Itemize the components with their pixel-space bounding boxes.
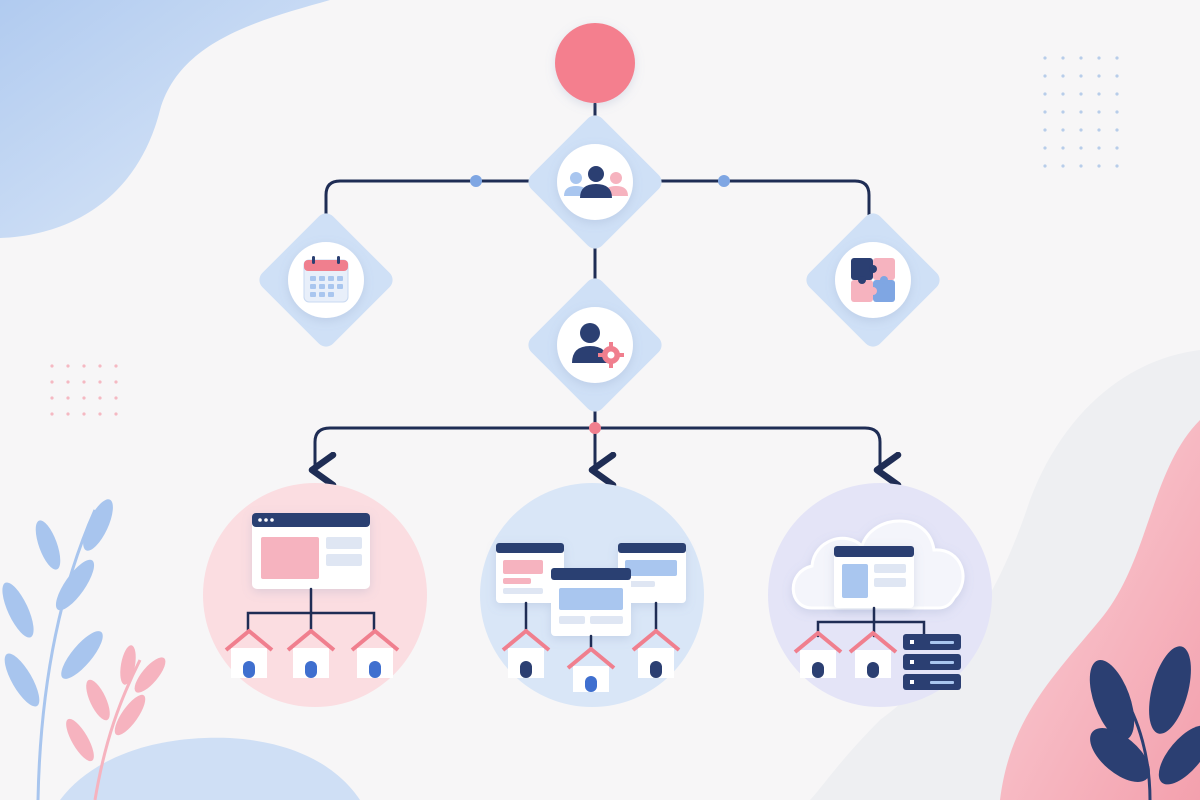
plant-navy — [1089, 646, 1200, 800]
top-left-blob — [0, 0, 330, 238]
branch-left — [315, 426, 597, 470]
site-house — [286, 629, 336, 678]
dot-grid-top-right — [1043, 56, 1119, 168]
branch-right — [593, 426, 880, 470]
site-house — [566, 647, 616, 692]
node-calendar[interactable] — [255, 209, 396, 350]
puzzle-icon — [851, 258, 895, 302]
site-house — [350, 629, 400, 678]
browser-window-icon — [252, 513, 370, 589]
site-house — [631, 629, 681, 678]
connectors — [315, 102, 880, 470]
site-house — [848, 631, 898, 678]
plant-pink — [66, 645, 166, 800]
site-house — [501, 629, 551, 678]
dot-grid-left — [50, 364, 118, 416]
connector-team-to-integrations — [643, 179, 871, 218]
deployment-cloud[interactable] — [768, 483, 992, 707]
deployment-single-app[interactable] — [203, 483, 427, 707]
deployment-multi-app[interactable] — [480, 483, 704, 707]
node-team[interactable] — [524, 111, 665, 252]
connector-dot-right — [718, 175, 730, 187]
browser-windows-icon — [496, 543, 686, 636]
site-house — [793, 631, 843, 678]
connector-team-to-calendar — [324, 179, 547, 218]
connector-dot-branch — [589, 422, 601, 434]
calendar-icon — [303, 256, 349, 303]
user-gear-icon — [572, 323, 624, 368]
bottom-left-blue-blob — [60, 737, 360, 800]
cloud-server-icon — [791, 519, 965, 610]
users-group-icon — [564, 166, 628, 198]
server-stack-icon — [903, 634, 961, 690]
node-admin[interactable] — [524, 274, 665, 415]
site-house — [224, 629, 274, 678]
plant-blue — [2, 499, 113, 800]
connector-dot-left — [470, 175, 482, 187]
connector-dots — [470, 175, 730, 434]
node-integrations[interactable] — [802, 209, 943, 350]
root-circle[interactable] — [555, 23, 635, 103]
